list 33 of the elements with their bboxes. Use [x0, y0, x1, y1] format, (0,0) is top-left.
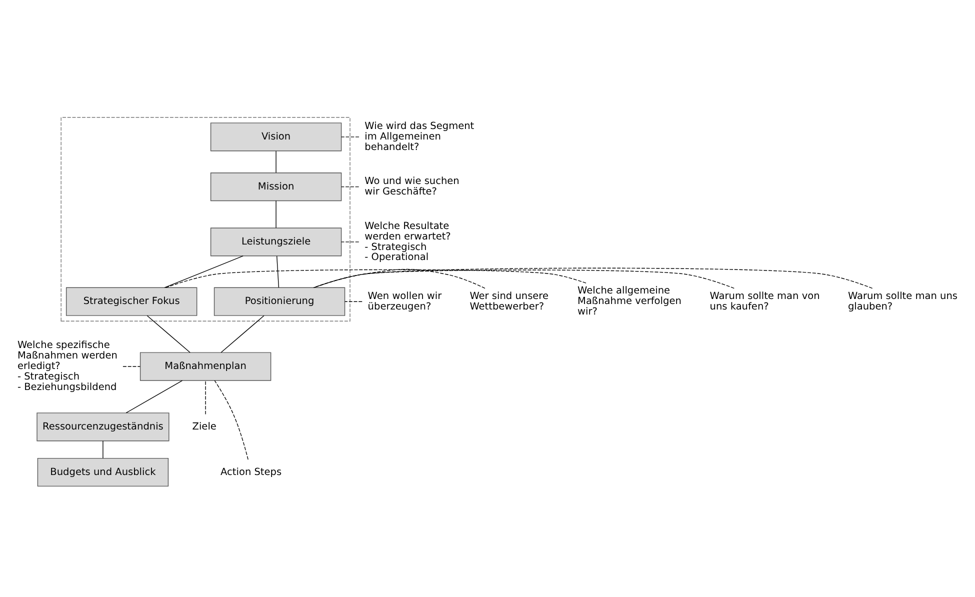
node-box: Maßnahmenplan: [140, 352, 272, 380]
node-box: Vision: [210, 122, 342, 151]
node-text: Wen wollen wir überzeugen?: [368, 290, 442, 312]
node-text: Warum sollte man uns glauben?: [848, 290, 958, 312]
node-text: Wer sind unsere Wettbewerber?: [470, 290, 548, 312]
node-text: Ziele: [192, 420, 216, 432]
node-text: Welche spezifische Maßnahmen werden erledigt? - Strategisch - Beziehungsbildend: [17, 340, 118, 393]
node-box: Ressourcenzugeständnis: [36, 412, 170, 441]
connector: [341, 186, 360, 187]
node-text: Welche allgemeine Maßnahme verfolgen wir?: [578, 285, 682, 318]
node-box: Leistungsziele: [210, 227, 342, 256]
connector: [313, 269, 734, 288]
connector: [102, 440, 104, 458]
connector: [341, 241, 360, 242]
connector: [165, 268, 586, 288]
node-box: Mission: [210, 172, 342, 201]
node-box: Budgets und Ausblick: [37, 457, 169, 486]
node-box: Strategischer Fokus: [66, 286, 198, 316]
connector: [313, 267, 873, 288]
connector: [164, 255, 244, 288]
node-text: Wo und wie suchen wir Geschäfte?: [364, 176, 460, 198]
cluster: [60, 116, 350, 322]
connector: [214, 380, 248, 460]
connector: [344, 300, 362, 302]
node-text: Wie wird das Segment im Allgemeinen behandelt?: [364, 120, 474, 152]
connector: [341, 136, 360, 137]
connector: [276, 255, 280, 288]
connector: [205, 380, 206, 414]
node-text: Warum sollte man von uns kaufen?: [710, 290, 820, 312]
node-box: Positionierung: [214, 286, 346, 316]
connector: [126, 380, 183, 413]
node-text: Action Steps: [220, 466, 282, 478]
node-text: Welche Resultate werden erwartet? - Strategisch - Operational: [364, 220, 451, 263]
